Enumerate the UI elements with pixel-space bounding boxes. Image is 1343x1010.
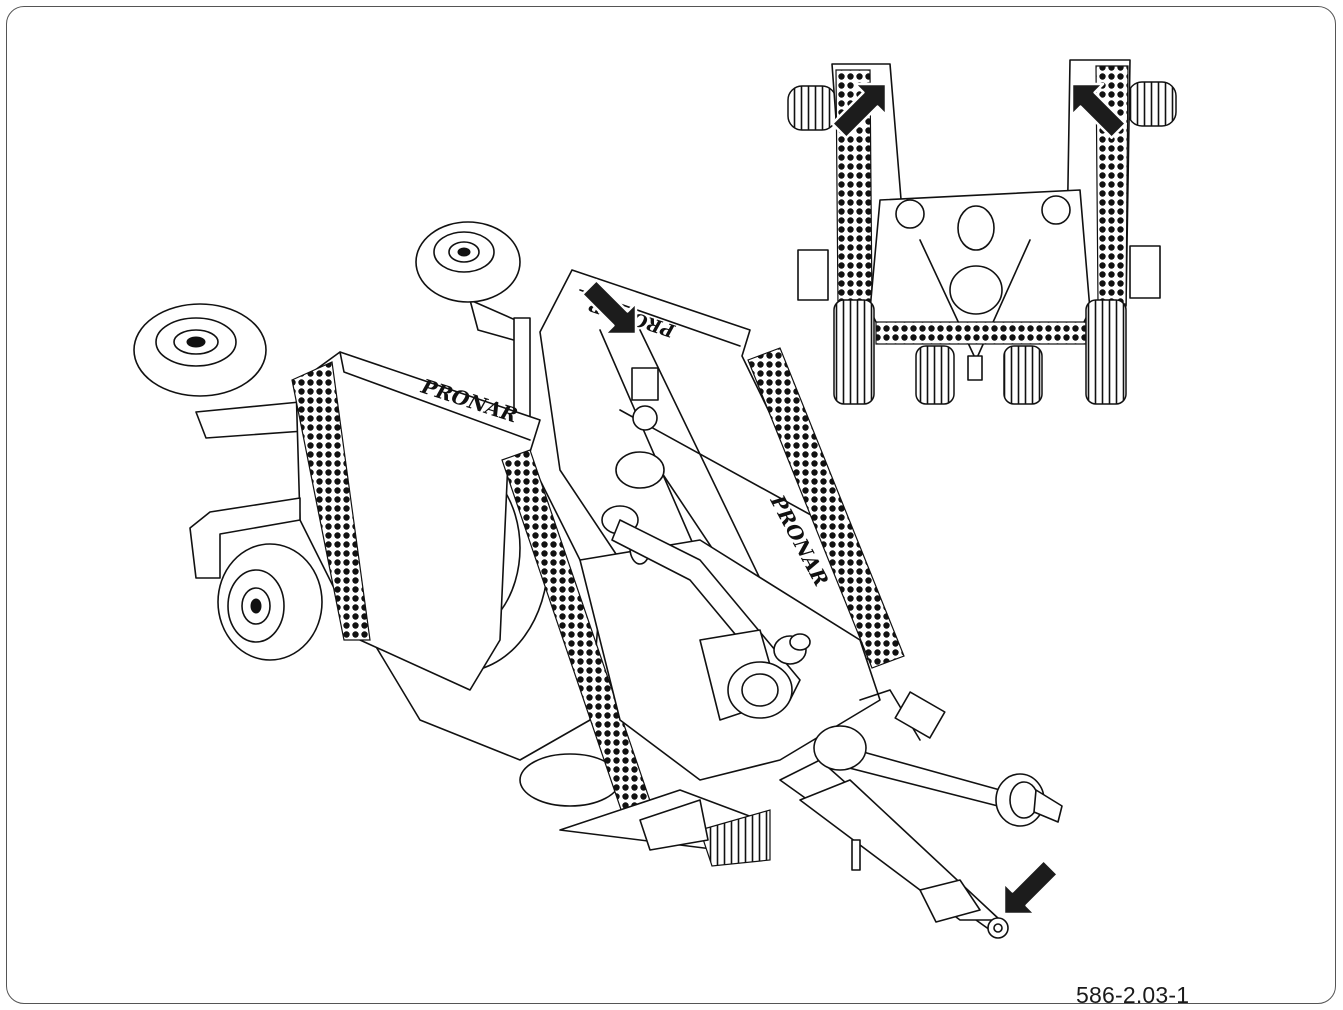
- drawbar: [779, 689, 1009, 939]
- arrow-main-frame: [581, 279, 638, 336]
- chassis: [559, 451, 881, 867]
- figure-frame: [6, 6, 1336, 1004]
- rear-wheel-left: [133, 303, 319, 439]
- rear-wheel-right: [415, 221, 531, 439]
- figure-code: 586-2.03-1: [1076, 982, 1190, 1008]
- parking-stand: [851, 839, 861, 871]
- arrow-drawbar-eye: [1002, 859, 1059, 916]
- main-machine: PRONAR PRONAR PRONAR: [133, 221, 1063, 939]
- callout-arrows: [581, 82, 1127, 916]
- right-wing: PRONAR PRONAR: [539, 269, 905, 671]
- pto-shaft: [813, 725, 1063, 827]
- front-wheel-left: [189, 497, 323, 661]
- arrow-inset-right: [1070, 82, 1127, 139]
- left-wing: PRONAR: [291, 351, 661, 837]
- arrow-inset-left: [831, 82, 888, 139]
